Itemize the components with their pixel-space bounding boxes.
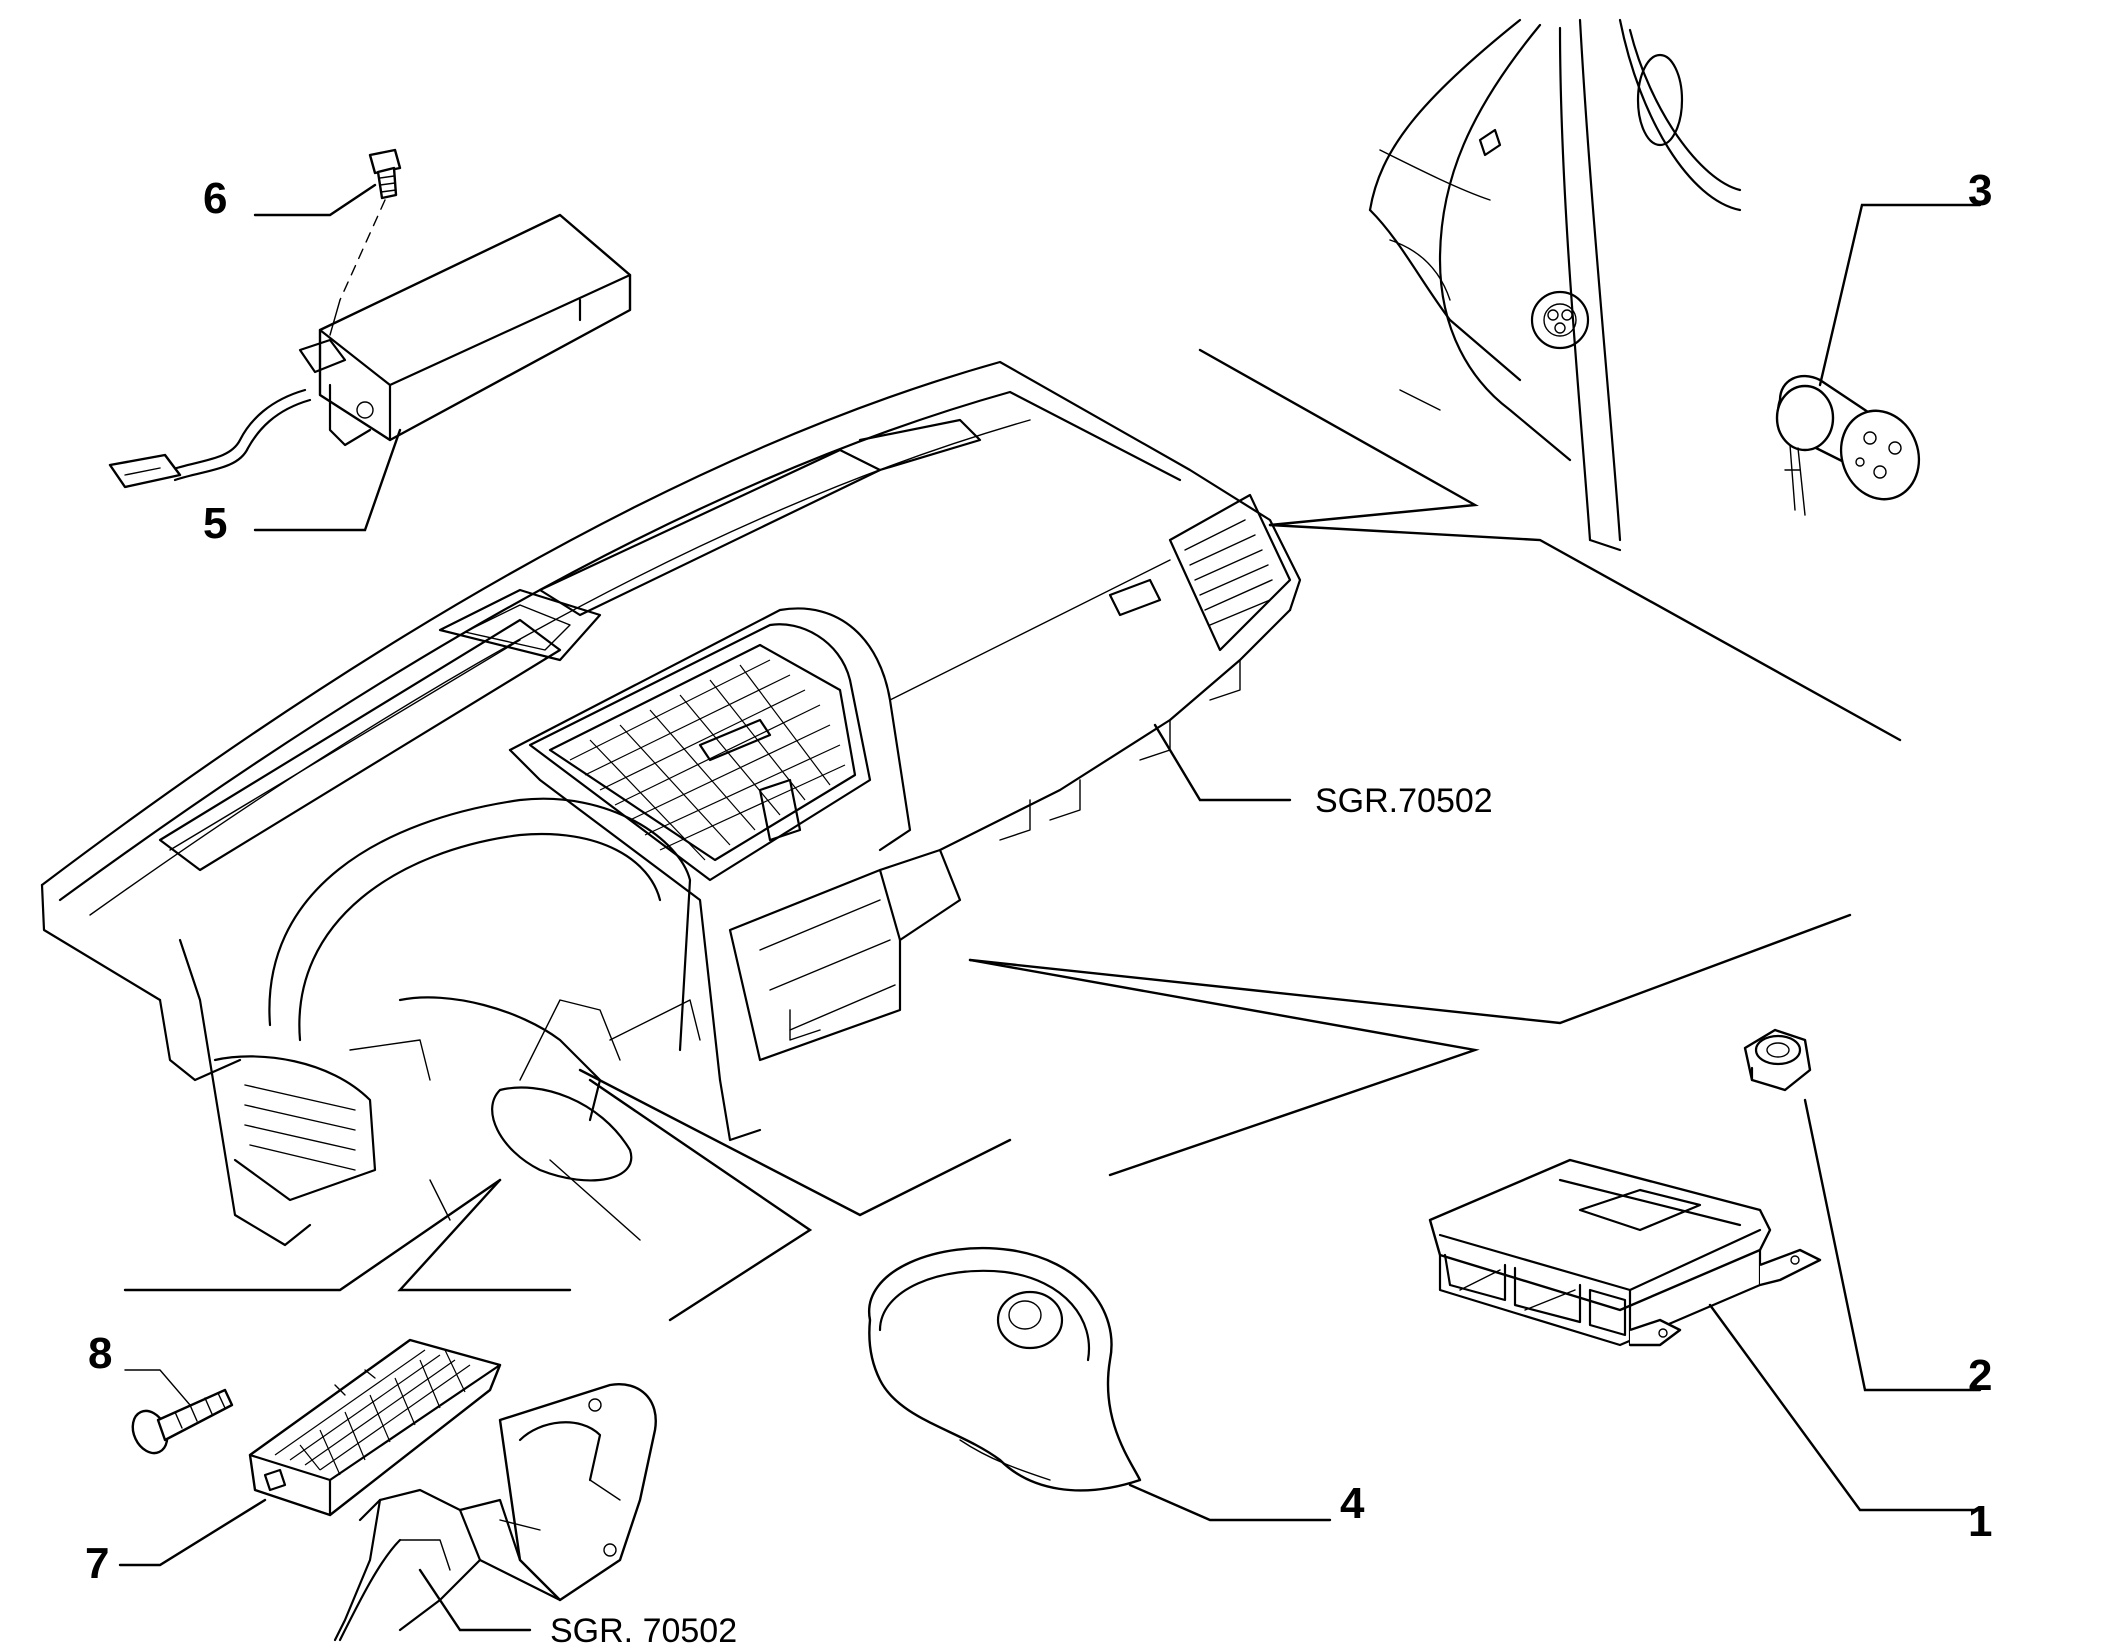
deactivation-switch-icon	[1775, 374, 1921, 516]
cover-reference-label: SGR. 70502	[550, 1612, 737, 1650]
callout-7: 7	[85, 1539, 109, 1588]
callout-2: 2	[1968, 1351, 1992, 1400]
bolt-icon	[131, 1388, 234, 1455]
airbag-control-unit-icon	[1428, 1158, 1822, 1347]
steering-column-cover-icon	[333, 1383, 657, 1642]
dashboard-icon	[40, 360, 1302, 1247]
callout-4: 4	[1340, 1479, 1365, 1528]
callout-8: 8	[88, 1329, 112, 1378]
hex-nut-icon	[1743, 1028, 1812, 1092]
screw-icon	[368, 148, 402, 200]
passenger-airbag-module-icon	[108, 213, 632, 489]
callout-1: 1	[1968, 1497, 1992, 1546]
callout-3: 3	[1968, 166, 1992, 215]
door-panel-icon	[1368, 18, 1742, 552]
callout-5: 5	[203, 499, 227, 548]
callout-6: 6	[203, 174, 227, 223]
dashboard-reference-label: SGR.70502	[1315, 782, 1493, 820]
steering-wheel-airbag-icon	[867, 1246, 1142, 1492]
knee-airbag-icon	[248, 1338, 502, 1517]
